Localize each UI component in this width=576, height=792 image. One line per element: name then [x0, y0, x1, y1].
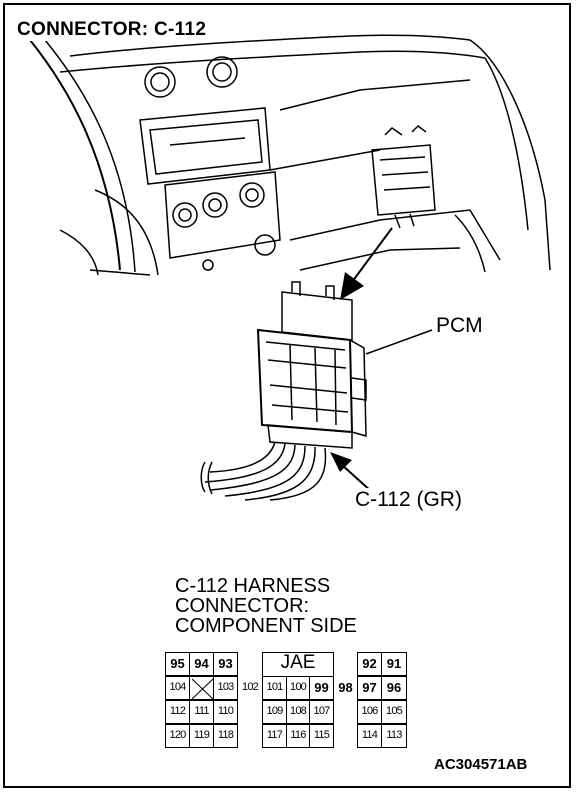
pcm-callout: PCM [436, 314, 483, 338]
pin-label: 120 [169, 729, 187, 741]
pin-label: 112 [169, 705, 186, 717]
pin-label: 93 [218, 656, 233, 671]
connector-key-label: JAE [280, 652, 316, 673]
pin-label: 94 [194, 656, 209, 671]
pin-label: 100 [290, 681, 307, 693]
harness-heading-line1: C-112 HARNESS [175, 575, 331, 597]
harness-heading-line2: CONNECTOR: [175, 595, 310, 617]
pin-label: 109 [266, 705, 284, 717]
pin-label: 96 [386, 680, 402, 695]
pin-label: 111 [194, 705, 209, 717]
pin-label: 99 [314, 680, 329, 695]
pin-label: 108 [290, 705, 307, 717]
blank-pin-cell [189, 676, 214, 700]
pin-label: 98 [338, 680, 353, 695]
pin-label: 110 [217, 705, 234, 717]
pin-label: 92 [362, 656, 377, 671]
pin-label: 102 [242, 681, 259, 693]
pin-label: 95 [170, 656, 185, 671]
diagram-frame [3, 3, 571, 788]
pin-label: 113 [386, 729, 402, 741]
figure-id: AC304571AB [434, 756, 528, 773]
pin-label: 115 [313, 729, 330, 741]
pin-label: 117 [266, 729, 283, 741]
pin-label: 97 [362, 680, 377, 695]
pin-label: 103 [217, 681, 235, 693]
pin-label: 101 [266, 681, 284, 693]
pin-label: 104 [169, 681, 187, 693]
pin-label: 105 [386, 705, 403, 717]
pin-label: 119 [193, 729, 210, 741]
pin-label: 106 [361, 705, 379, 717]
harness-heading-line3: COMPONENT SIDE [175, 615, 357, 637]
pin-label: 118 [217, 729, 234, 741]
cross-mark-icon [191, 678, 214, 700]
pin-label: 114 [361, 729, 378, 741]
connector-callout: C-112 (GR) [355, 488, 462, 512]
page-title: CONNECTOR: C-112 [15, 19, 209, 41]
pin-label: 107 [313, 705, 331, 717]
pin-label: 91 [386, 656, 402, 671]
pin-label: 116 [290, 729, 306, 741]
harness-heading: C-112 HARNESS CONNECTOR: COMPONENT SIDE [175, 576, 357, 636]
